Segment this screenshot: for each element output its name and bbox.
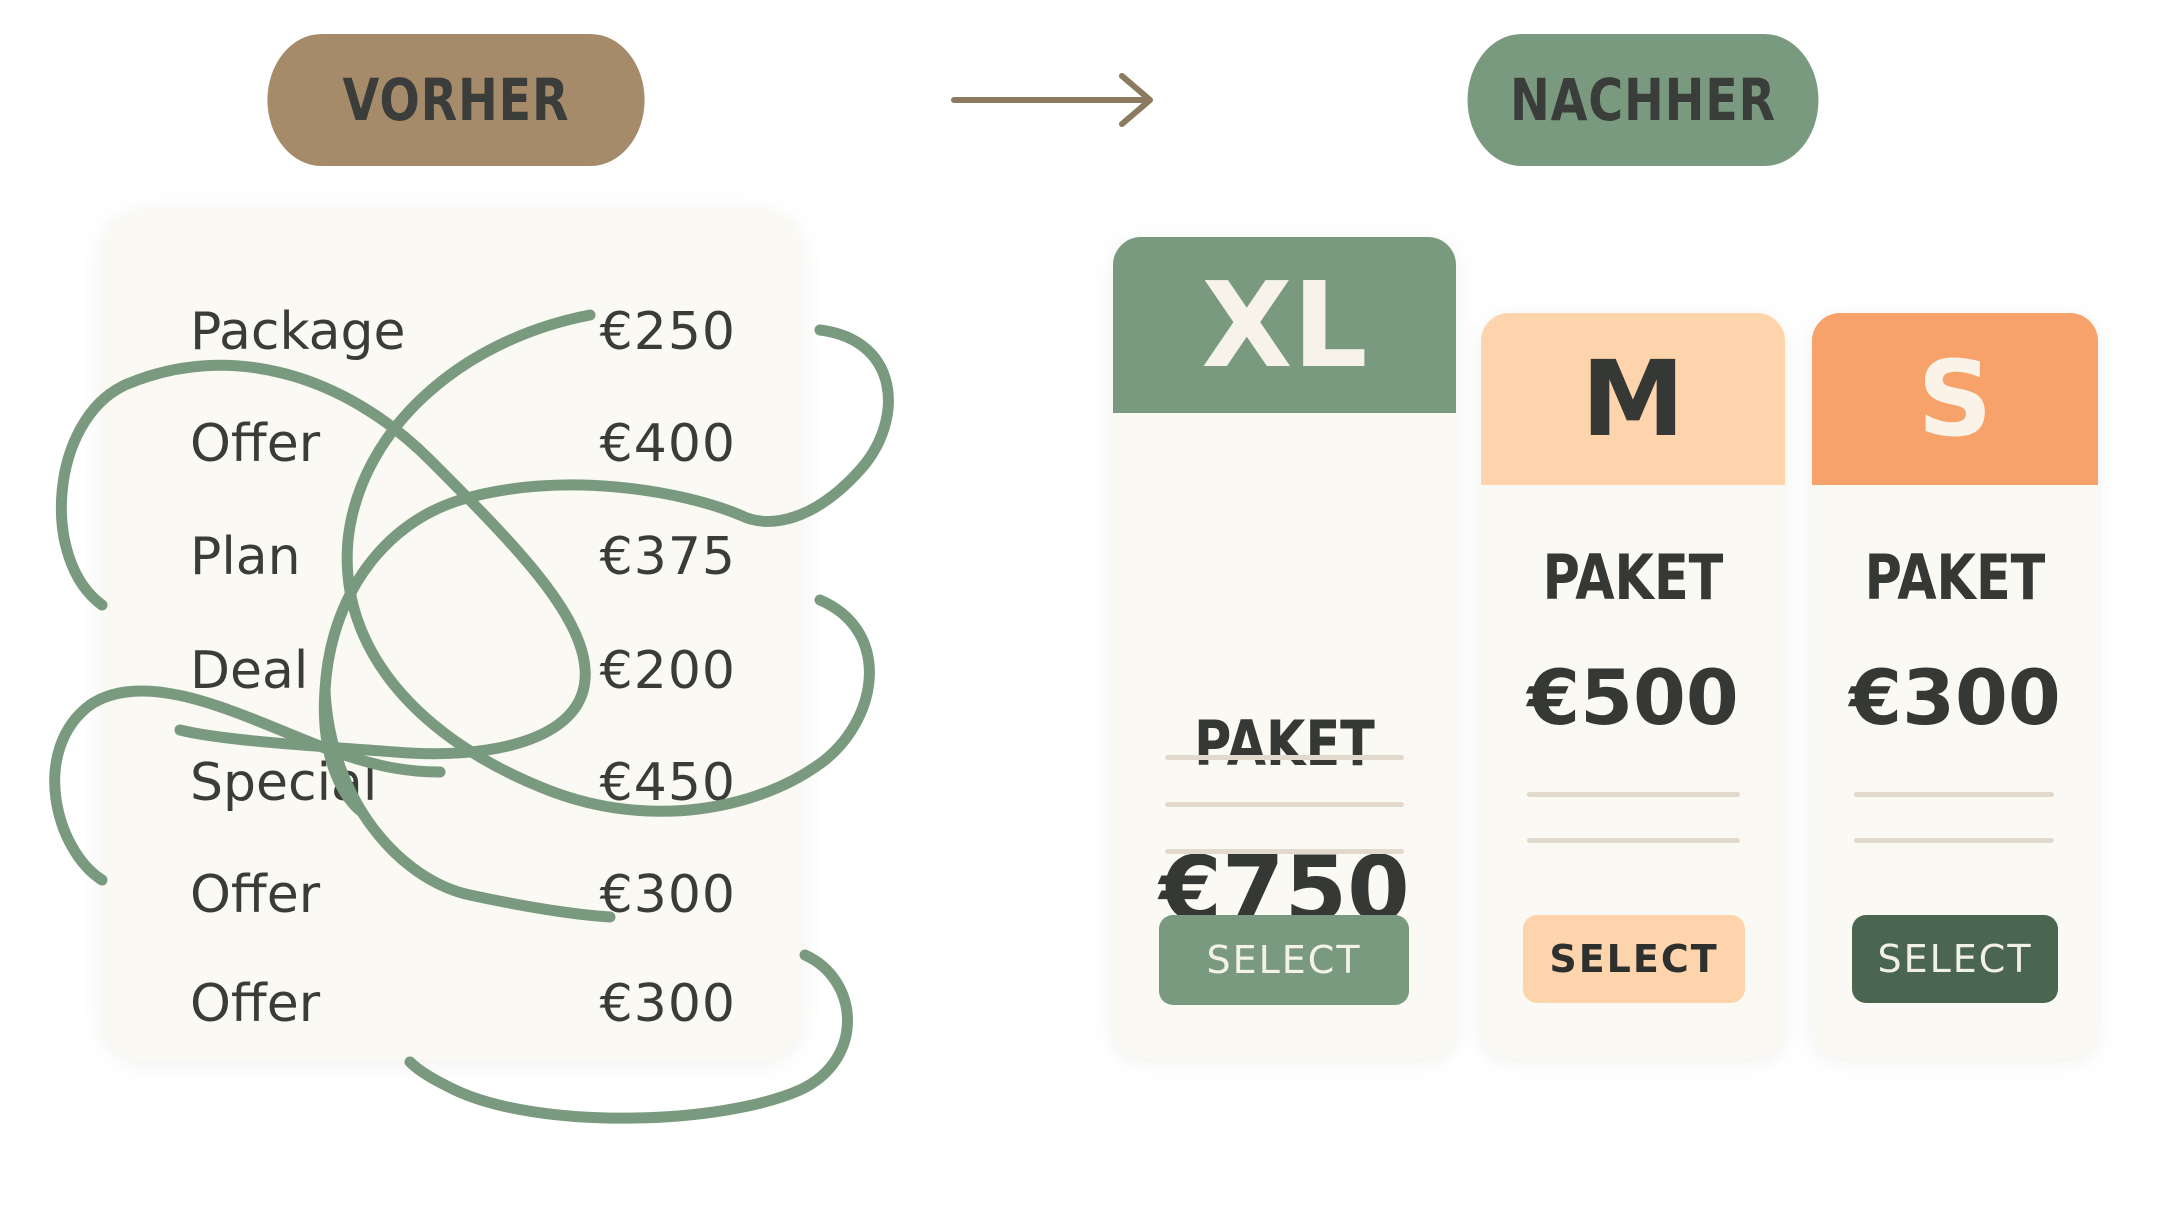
item-price: €400 bbox=[599, 414, 736, 474]
item-name: Package bbox=[190, 302, 406, 362]
package-card-s: S PAKET €300 SELECT bbox=[1812, 313, 2098, 1057]
feature-line bbox=[1854, 838, 2054, 843]
card-price: €500 bbox=[1527, 653, 1739, 742]
list-item: Package €250 bbox=[190, 297, 736, 367]
list-item: Plan €375 bbox=[190, 522, 736, 592]
card-title: PAKET bbox=[1542, 541, 1724, 614]
package-card-m: M PAKET €500 SELECT bbox=[1481, 313, 1785, 1057]
select-button-xl[interactable]: SELECT bbox=[1159, 915, 1409, 1005]
item-name: Offer bbox=[190, 414, 321, 474]
select-button-s[interactable]: SELECT bbox=[1852, 915, 2058, 1003]
list-item: Offer €300 bbox=[190, 969, 736, 1039]
item-price: €250 bbox=[599, 302, 736, 362]
package-card-xl: XL PAKET €750 SELECT bbox=[1113, 237, 1456, 1057]
item-name: Plan bbox=[190, 527, 301, 587]
item-price: €375 bbox=[599, 527, 736, 587]
item-name: Offer bbox=[190, 974, 321, 1034]
before-label: VORHER bbox=[267, 34, 645, 166]
card-size-header: S bbox=[1812, 313, 2098, 485]
card-size-header: M bbox=[1481, 313, 1785, 485]
item-price: €200 bbox=[599, 641, 736, 701]
list-item: Special €450 bbox=[190, 748, 736, 818]
feature-line bbox=[1854, 792, 2054, 797]
feature-line bbox=[1165, 849, 1404, 854]
card-title: PAKET bbox=[1864, 541, 2046, 614]
list-item: Deal €200 bbox=[190, 636, 736, 706]
arrow-right-icon bbox=[951, 73, 1153, 127]
item-name: Deal bbox=[190, 641, 309, 701]
item-name: Offer bbox=[190, 865, 321, 925]
item-price: €300 bbox=[599, 865, 736, 925]
list-item: Offer €300 bbox=[190, 860, 736, 930]
feature-line bbox=[1165, 755, 1404, 760]
card-title: PAKET bbox=[1194, 707, 1375, 780]
item-price: €300 bbox=[599, 974, 736, 1034]
after-label: NACHHER bbox=[1467, 34, 1819, 166]
card-size-header: XL bbox=[1113, 237, 1456, 413]
feature-line bbox=[1527, 838, 1740, 843]
feature-line bbox=[1527, 792, 1740, 797]
before-price-list: Package €250 Offer €400 Plan €375 Deal €… bbox=[102, 208, 802, 1060]
list-item: Offer €400 bbox=[190, 409, 736, 479]
card-price: €300 bbox=[1849, 653, 2061, 742]
item-price: €450 bbox=[599, 753, 736, 813]
select-button-m[interactable]: SELECT bbox=[1523, 915, 1745, 1003]
feature-line bbox=[1165, 802, 1404, 807]
item-name: Special bbox=[190, 753, 378, 813]
